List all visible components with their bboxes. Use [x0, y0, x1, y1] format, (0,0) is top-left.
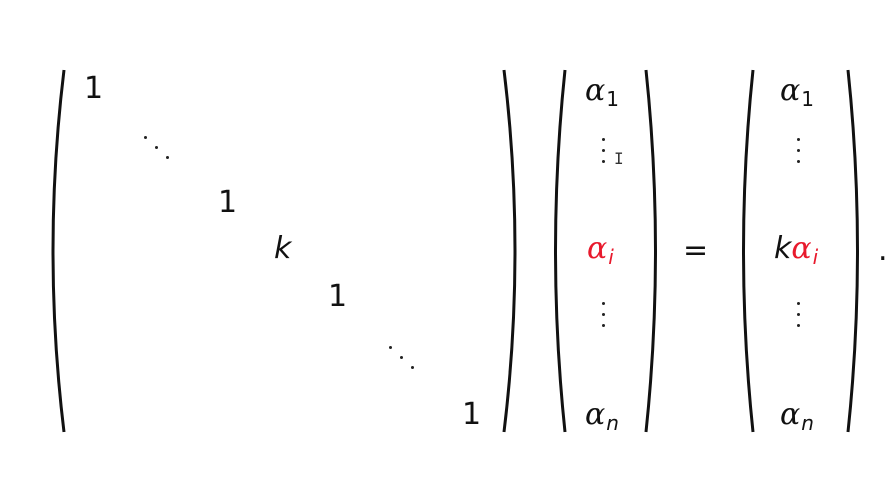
- trailing-period: .: [878, 236, 886, 266]
- vector-right-right-paren: [846, 69, 859, 433]
- vector-left-left-paren: [554, 69, 567, 433]
- vector-left-alpha-i: αi: [587, 231, 614, 269]
- matrix-right-paren: [502, 69, 517, 433]
- matrix-entry-k: k: [274, 231, 292, 266]
- text-cursor-icon: I: [614, 149, 624, 168]
- matrix-entry-1-1: 1: [84, 71, 104, 106]
- matrix-left-paren: [51, 69, 66, 433]
- vector-right-alpha-n: αn: [780, 397, 814, 435]
- matrix-entry-before-i: 1: [218, 185, 238, 220]
- vector-left-right-paren: [644, 69, 657, 433]
- vector-right-k-alpha-i: kαi: [774, 231, 819, 269]
- vector-right-left-paren: [742, 69, 755, 433]
- vector-left-alpha-1: α1: [585, 73, 619, 111]
- vector-left-alpha-n: αn: [585, 397, 619, 435]
- vector-right-alpha-1: α1: [780, 73, 814, 111]
- matrix-entry-n-n: 1: [462, 397, 482, 432]
- matrix-entry-after-i: 1: [328, 279, 348, 314]
- equals-sign: =: [683, 233, 709, 268]
